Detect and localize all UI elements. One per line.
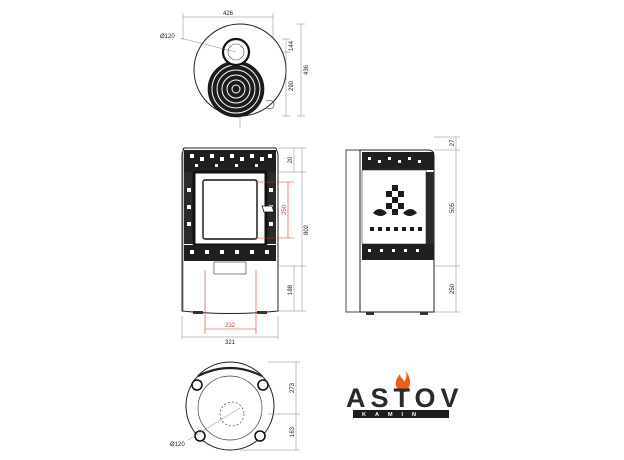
front-top-offset-label: 20: [288, 156, 294, 163]
top-width-label: 426: [223, 11, 234, 17]
side-top-offset-label: 27: [450, 139, 456, 146]
top-flue-offset-label: 144: [289, 40, 295, 51]
logo-brand: ASTOV: [346, 383, 464, 413]
front-height-label: 802: [304, 224, 310, 235]
front-base-height-label: 188: [288, 284, 294, 295]
bottom-body-outline: [185, 361, 275, 451]
logo-sub: KAMIN: [362, 412, 425, 418]
side-decor-panel: [361, 169, 427, 245]
astov-logo: ASTOV KAMIN: [346, 371, 464, 418]
logo-sub-bar: [353, 410, 449, 418]
side-body-height-label: 505: [450, 202, 456, 213]
side-ornament: [370, 185, 422, 231]
top-view: 426 Ø120 144 290 436: [160, 11, 310, 128]
top-plate: [207, 60, 265, 118]
bottom-offset-b-label: 163: [290, 426, 296, 437]
side-base-height-label: 250: [450, 283, 456, 294]
bottom-view: Ø120 273 163: [170, 361, 300, 451]
bottom-front-rim: [197, 366, 263, 377]
front-glass: [202, 179, 258, 240]
front-lower-band: [184, 245, 276, 261]
side-rear-panel: [345, 149, 361, 313]
front-glass-height-label: 250: [282, 204, 288, 215]
flame-icon: [395, 371, 410, 392]
top-flue-diameter-label: Ø120: [160, 34, 175, 40]
bottom-flue-diameter-label: Ø120: [170, 442, 185, 448]
front-view: 232 250 321 20 188 802: [181, 147, 310, 346]
front-door-handle: [261, 205, 275, 213]
top-flue-center-label: 290: [289, 80, 295, 91]
top-depth-label: 436: [304, 64, 310, 75]
front-inner-width-label: 232: [225, 323, 236, 329]
top-handle: [265, 100, 275, 109]
bottom-offset-a-label: 273: [290, 382, 296, 393]
front-ash-drawer: [213, 261, 247, 275]
front-outer-width-label: 321: [225, 340, 236, 346]
side-view: 27 505 250: [345, 136, 460, 315]
bottom-flue-dashed: [219, 401, 245, 427]
